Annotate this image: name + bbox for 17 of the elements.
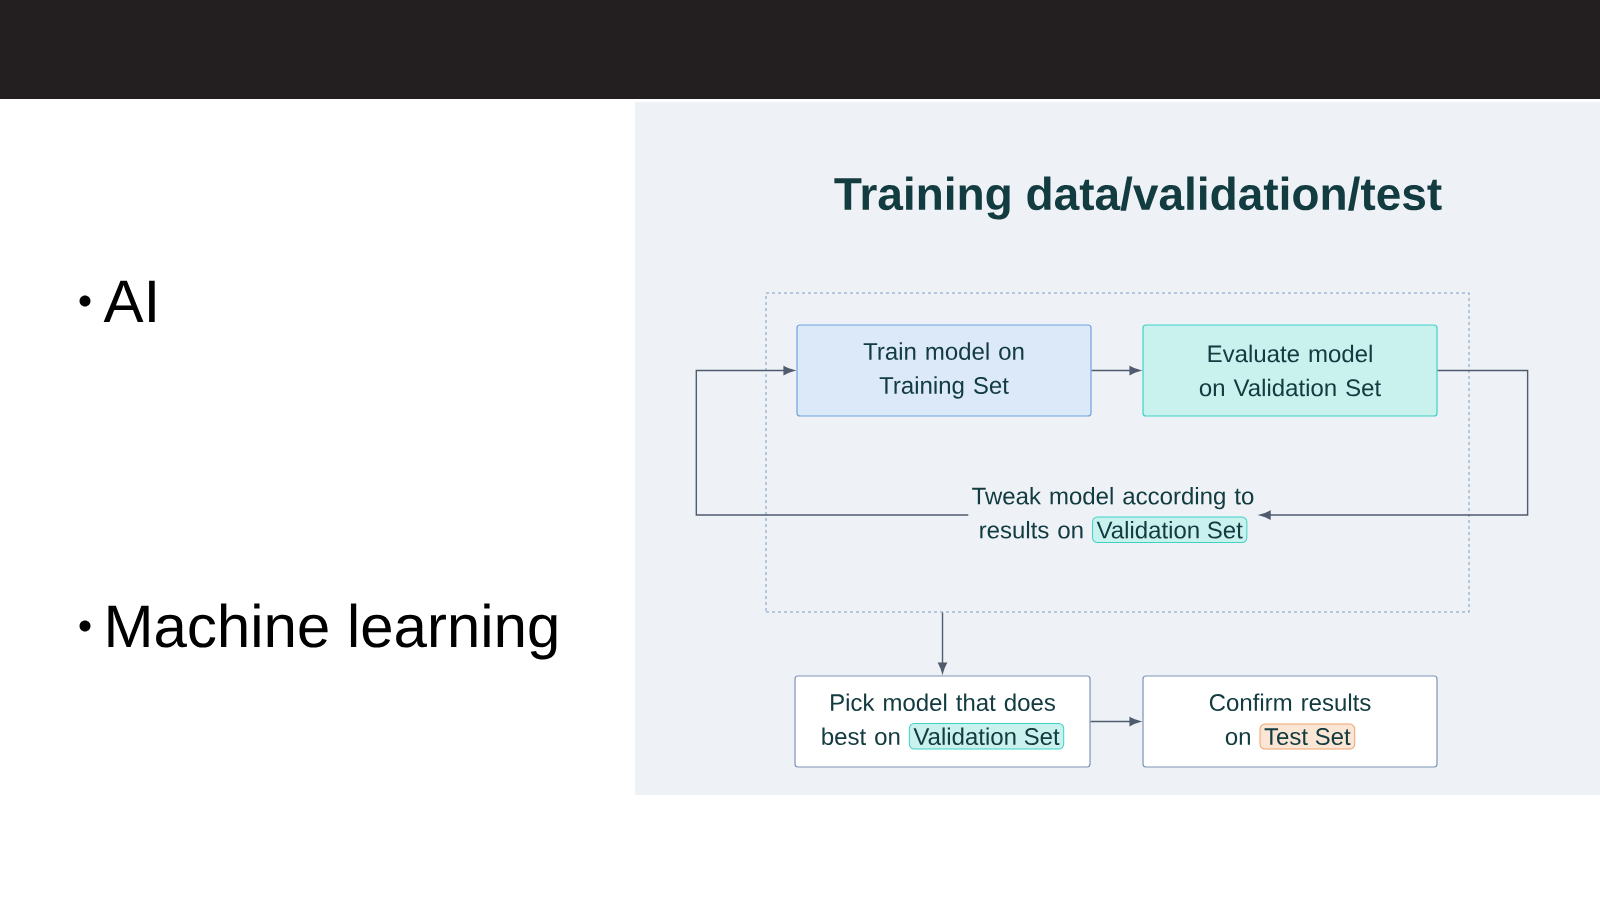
- process-box: Train model on Training Set: [796, 324, 1092, 417]
- highlight-chip: Test Set: [1259, 723, 1356, 750]
- process-box: Confirm results on Test Set: [1142, 675, 1438, 768]
- arrow: [938, 611, 947, 674]
- process-box: Pick model that does best on Validation Set: [794, 675, 1091, 768]
- note-text: Tweak model according to results on Validation Set: [972, 486, 1254, 544]
- bullet-text: AI: [103, 280, 155, 322]
- process-box: Evaluate model on Validation Set: [1142, 324, 1438, 417]
- arrow: [1090, 366, 1141, 375]
- highlight-chip: Validation Set: [908, 722, 1065, 750]
- dashed-frame: [765, 292, 1470, 613]
- arrow: [695, 366, 969, 516]
- bullet-text: Machine learning: [108, 603, 557, 660]
- highlight-chip: Validation Set: [1092, 516, 1248, 544]
- title: Training data/validation/test: [834, 176, 1442, 220]
- arrow: [1259, 369, 1529, 520]
- arrow: [1089, 717, 1141, 726]
